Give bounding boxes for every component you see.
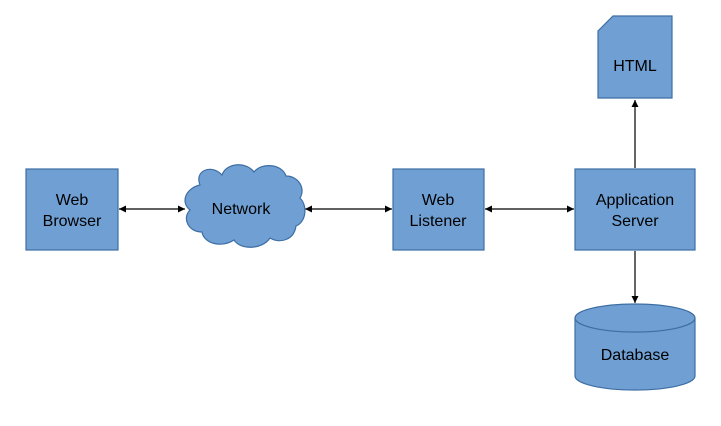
web-browser-node: Web Browser — [25, 168, 119, 251]
web-listener-label-line2: Listener — [410, 213, 468, 230]
document-icon — [597, 15, 673, 99]
application-server-label-line1: Application — [596, 192, 674, 209]
web-listener-label-line1: Web — [422, 192, 455, 209]
web-listener-node: Web Listener — [392, 168, 485, 251]
network-label: Network — [212, 201, 272, 218]
database-node: Database — [574, 303, 696, 391]
cloud-icon — [184, 164, 306, 248]
application-server-label-line2: Server — [611, 213, 659, 230]
database-icon — [574, 303, 696, 391]
application-server-node: Application Server — [574, 168, 696, 251]
network-node: Network — [184, 164, 306, 248]
database-label: Database — [601, 347, 670, 364]
web-browser-label-line1: Web — [56, 192, 89, 209]
html-node: HTML — [597, 15, 673, 99]
web-browser-label-line2: Browser — [43, 213, 102, 230]
html-label: HTML — [613, 58, 657, 75]
